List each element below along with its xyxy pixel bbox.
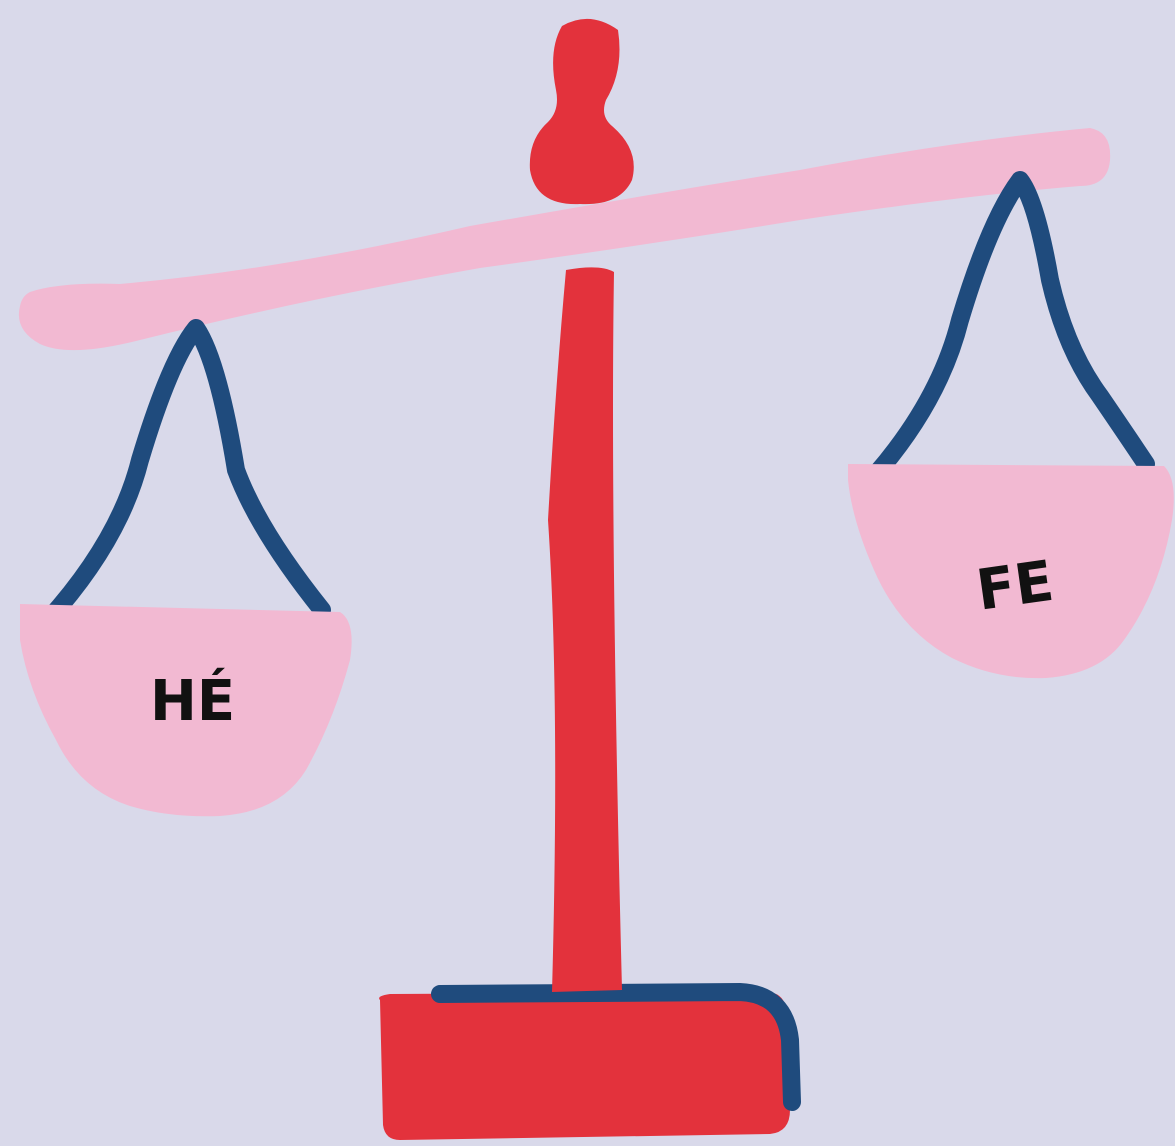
- scale-base: [379, 992, 790, 1140]
- scale-top-finial: [530, 19, 634, 204]
- right-pan-label: FE: [973, 549, 1058, 624]
- left-pan-cord: [48, 328, 322, 620]
- left-pan-label: HÉ: [150, 668, 235, 734]
- right-pan-cord: [876, 180, 1146, 474]
- scale-post: [548, 267, 622, 992]
